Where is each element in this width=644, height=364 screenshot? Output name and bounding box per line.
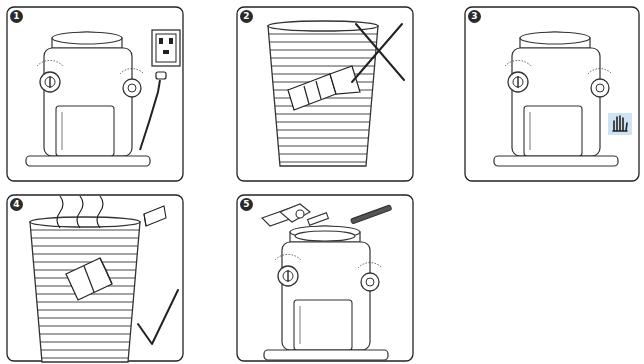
panel-1-plug-in	[26, 30, 180, 166]
panel-3-press-button	[494, 32, 632, 166]
callout-number: 3	[468, 10, 481, 23]
panel-frames	[7, 7, 639, 361]
callout-number: 1	[10, 10, 23, 23]
panel-5-cleaning-tools	[262, 204, 392, 360]
callout-number: 4	[10, 198, 23, 211]
callout-number: 2	[240, 10, 253, 23]
panel-4-correct-cleaning	[30, 196, 178, 362]
callout-number: 5	[240, 198, 253, 211]
panel-2-wrong-washing	[268, 21, 404, 166]
